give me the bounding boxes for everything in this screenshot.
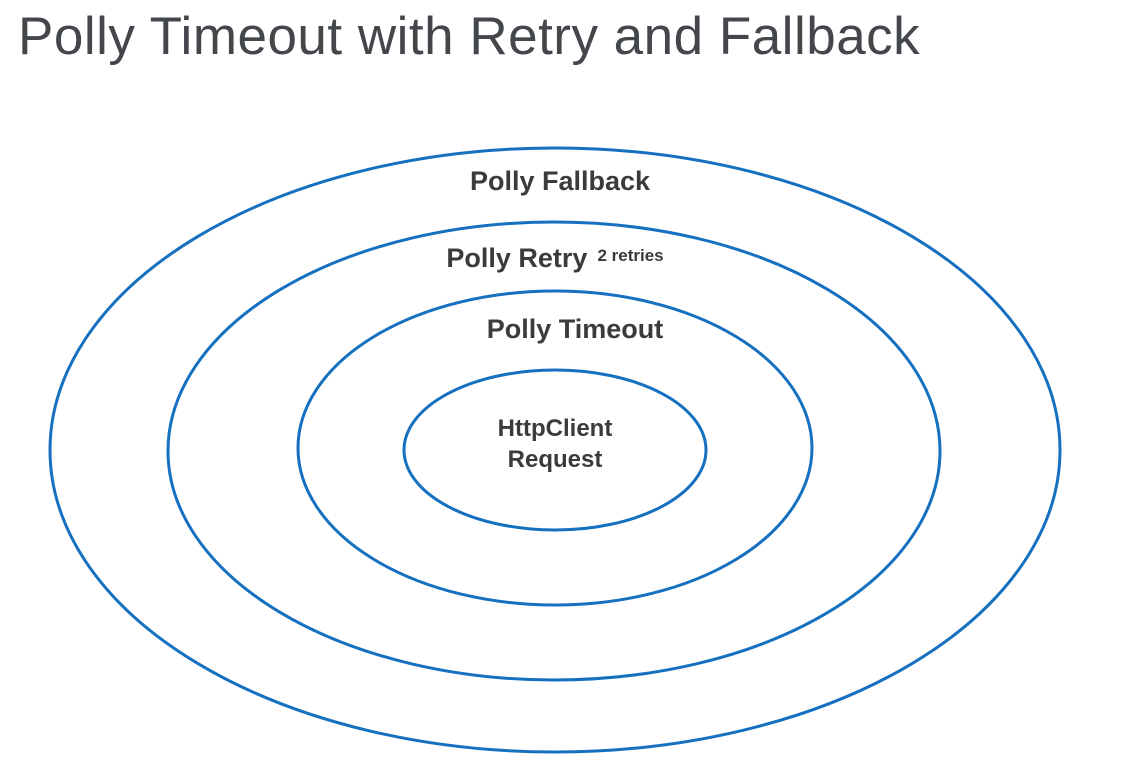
ellipse-timeout[interactable] (296, 289, 814, 607)
ellipse-retry[interactable] (166, 220, 942, 682)
ring-label-retry: Polly Retry 2 retries (446, 243, 663, 274)
ring-label-core-line1: HttpClient (497, 415, 613, 442)
ellipse-httpclient-request[interactable] (402, 368, 708, 532)
ring-label-retry-text: Polly Retry (446, 243, 588, 273)
page-title: Polly Timeout with Retry and Fallback (18, 7, 921, 66)
ellipse-fallback[interactable] (48, 146, 1062, 754)
ring-label-core-line2: Request (507, 445, 603, 473)
ring-label-fallback: Polly Fallback (469, 166, 651, 196)
ring-label-timeout: Polly Timeout (486, 314, 664, 344)
retry-count-annotation: 2 retries (597, 246, 664, 265)
